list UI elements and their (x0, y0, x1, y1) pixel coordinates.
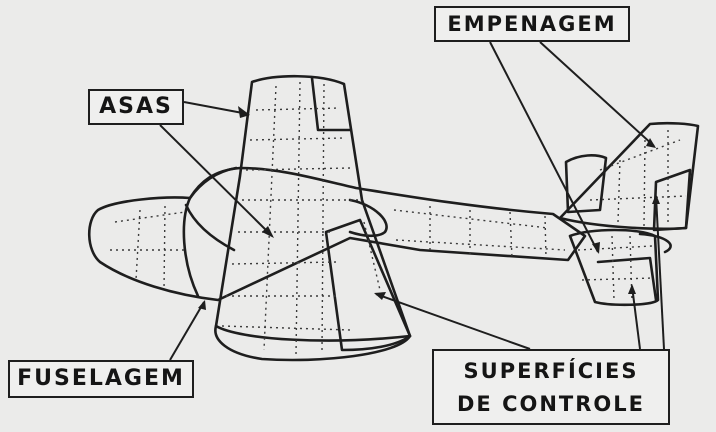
leader-lines (159, 41, 665, 361)
wing-tip-flap (310, 76, 352, 132)
label-empenagem: EMPENAGEM (434, 6, 630, 42)
leader-sup-rudder (655, 195, 665, 350)
rivet-lines (110, 81, 687, 355)
main-wing (214, 74, 412, 362)
label-superficies-line2: DE CONTROLE (456, 392, 645, 416)
leader-asas-wing (183, 101, 249, 115)
far-stabilizer (564, 154, 608, 214)
canopy-lower (184, 203, 236, 252)
label-asas-text: ASAS (99, 94, 173, 119)
canopy (188, 166, 238, 200)
leader-emp-fin (539, 41, 655, 147)
label-asas: ASAS (88, 89, 184, 125)
rudder (652, 168, 692, 232)
stabilizer-fairing (638, 232, 672, 254)
wing-root-fairing (348, 198, 388, 238)
elevator (596, 256, 658, 302)
fuselage-outline (87, 166, 587, 302)
leader-emp-stab (489, 41, 599, 253)
leader-sup-elevator (631, 285, 641, 350)
aileron (324, 218, 412, 352)
horizontal-stabilizer (568, 228, 660, 307)
vertical-stabilizer (558, 121, 700, 230)
leader-asas-fuselage (159, 124, 273, 237)
leader-fus (169, 301, 205, 361)
wing-root-curve (214, 324, 412, 342)
label-superficies-line1: SUPERFÍCIES (463, 359, 639, 383)
arrowheads (198, 106, 660, 310)
label-empenagem-text: EMPENAGEM (447, 12, 617, 36)
label-fuselagem-text: FUSELAGEM (17, 366, 185, 391)
label-fuselagem: FUSELAGEM (8, 360, 194, 398)
label-superficies-de-controle: SUPERFÍCIES DE CONTROLE (432, 349, 670, 425)
leader-sup-aileron (375, 293, 531, 350)
